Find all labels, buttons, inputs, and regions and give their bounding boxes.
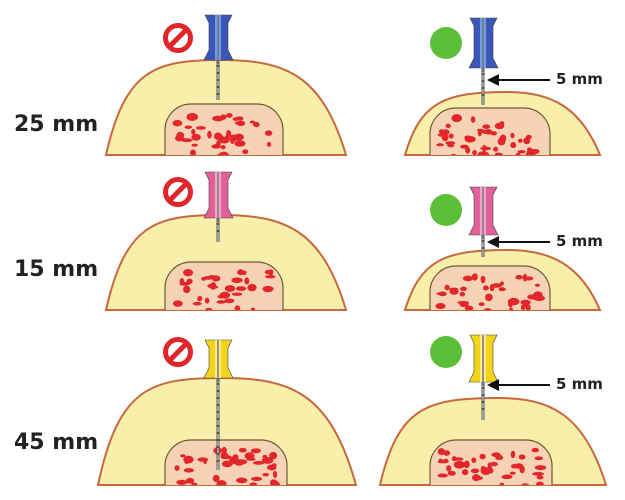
bone-marrow <box>164 439 288 485</box>
correct-injection-25mm <box>403 17 602 156</box>
green-dot-icon <box>430 27 462 59</box>
prohibited-icon <box>163 177 193 207</box>
bone-marrow <box>164 103 284 155</box>
depth-label-15mm: 5 mm <box>556 232 603 250</box>
incorrect-injection-45mm <box>96 337 358 486</box>
prohibited-icon <box>163 23 193 53</box>
depth-label-45mm: 5 mm <box>556 375 603 393</box>
correct-injection-45mm <box>378 334 608 486</box>
depth-label-25mm: 5 mm <box>556 70 603 88</box>
depth-arrow <box>487 236 550 248</box>
bone-marrow <box>429 439 553 485</box>
needle <box>468 17 499 105</box>
bone-marrow <box>429 107 551 155</box>
needle <box>468 186 499 257</box>
prohibited-icon <box>163 337 193 367</box>
green-dot-icon <box>430 194 462 226</box>
correct-injection-15mm <box>403 186 602 311</box>
depth-arrow <box>487 379 550 391</box>
needle <box>468 334 499 420</box>
row-label-45mm: 45 mm <box>14 430 99 455</box>
incorrect-injection-15mm <box>104 171 348 311</box>
row-label-15mm: 15 mm <box>14 257 99 282</box>
needle <box>203 171 234 242</box>
depth-arrow <box>487 74 550 86</box>
green-dot-icon <box>430 336 462 368</box>
incorrect-injection-25mm <box>104 14 348 156</box>
bone-marrow <box>164 261 284 310</box>
row-label-25mm: 25 mm <box>14 112 99 137</box>
bone-marrow <box>429 265 551 310</box>
needle <box>203 339 234 470</box>
needle <box>203 14 234 100</box>
